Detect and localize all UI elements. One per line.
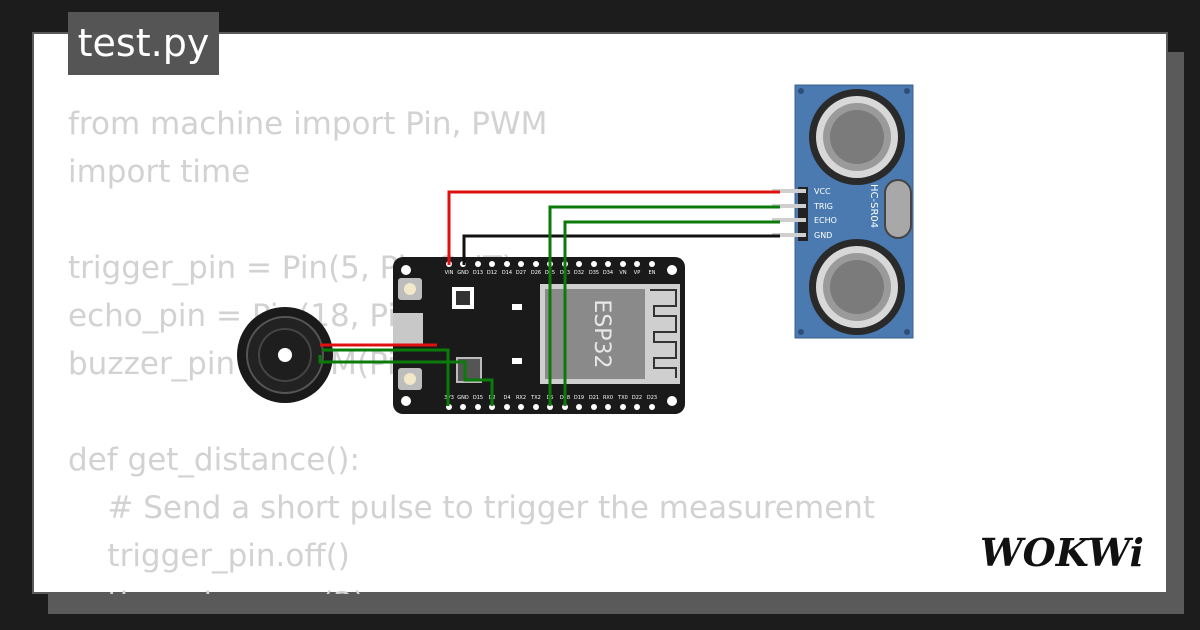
wires [318, 190, 780, 406]
pin-label: D32 [574, 270, 584, 276]
wokwi-logo: WOKWi [980, 530, 1144, 574]
wire-vcc [447, 190, 780, 265]
wire-echo [563, 220, 780, 406]
file-tab[interactable]: test.py [68, 12, 219, 75]
pin-label: VIN [445, 270, 454, 276]
hcsr04-sensor[interactable]: HC-SR04 VCC TRIG ECHO GND [772, 84, 914, 339]
led [512, 304, 522, 310]
transducer-bottom [809, 239, 905, 335]
pin-label: RX0 [603, 395, 613, 401]
pin-label: D26 [531, 270, 541, 276]
boot-button[interactable] [398, 278, 422, 300]
pin-label: D15 [473, 395, 483, 401]
hcsr04-pin-labels: VCC TRIG ECHO GND [813, 187, 837, 240]
wire-trig [548, 205, 780, 406]
esp32-bottom-pins [446, 404, 655, 410]
wire-gnd [462, 234, 780, 265]
led [512, 358, 522, 364]
hcsr04-label: HC-SR04 [868, 184, 879, 228]
code-line: def get_distance(): [68, 442, 360, 478]
pin-label: RX2 [516, 395, 526, 401]
code-line: # Send a short pulse to trigger the meas… [68, 490, 876, 526]
code-line: from machine import Pin, PWM [68, 106, 548, 142]
chip-label: ESP32 [589, 299, 614, 368]
pin-label: D21 [589, 395, 599, 401]
wire-buzzer-sig [322, 348, 450, 406]
code-line: import time [68, 154, 251, 190]
esp32-board[interactable]: VIN GND D13 D12 D14 D27 D26 D25 D33 D32 … [393, 257, 685, 414]
mount-hole [401, 396, 411, 406]
pin-label: D22 [632, 395, 642, 401]
usb-port [393, 313, 423, 345]
pin-label: GND [814, 231, 832, 240]
buzzer[interactable] [237, 307, 333, 403]
pin-label: D12 [487, 270, 497, 276]
pin-label: TRIG [813, 202, 833, 211]
logo-text: WOKWi [980, 530, 1144, 574]
pin-label: EN [649, 270, 656, 276]
pin-label: ECHO [814, 216, 837, 225]
mount-hole [401, 265, 411, 275]
hcsr04-header [772, 187, 808, 241]
pin-label: VP [634, 270, 640, 276]
mount-hole [667, 396, 677, 406]
mount-hole [667, 265, 677, 275]
pin-label: TX2 [530, 395, 541, 401]
reset-button[interactable] [398, 368, 422, 390]
card-shadow-bottom [48, 594, 1184, 614]
pin-label: VN [619, 270, 626, 276]
pin-label: VCC [814, 187, 831, 196]
pin-label: D27 [516, 270, 526, 276]
transducer-top [809, 89, 905, 185]
pin-label: D34 [603, 270, 613, 276]
pin-label: TX0 [617, 395, 628, 401]
pin-label: GND [457, 270, 469, 276]
wire-buzzer-d2 [318, 355, 494, 406]
pin-label: D19 [574, 395, 584, 401]
esp32-module: ESP32 [540, 284, 680, 384]
pin-label: D23 [647, 395, 657, 401]
pin-label: D13 [473, 270, 483, 276]
pin-label: D14 [502, 270, 512, 276]
pin-label: D35 [589, 270, 599, 276]
pin-label: GND [457, 395, 469, 401]
code-line: trigger_pin.off() [68, 538, 350, 574]
crystal [884, 179, 912, 239]
pin-label: D4 [503, 395, 510, 401]
